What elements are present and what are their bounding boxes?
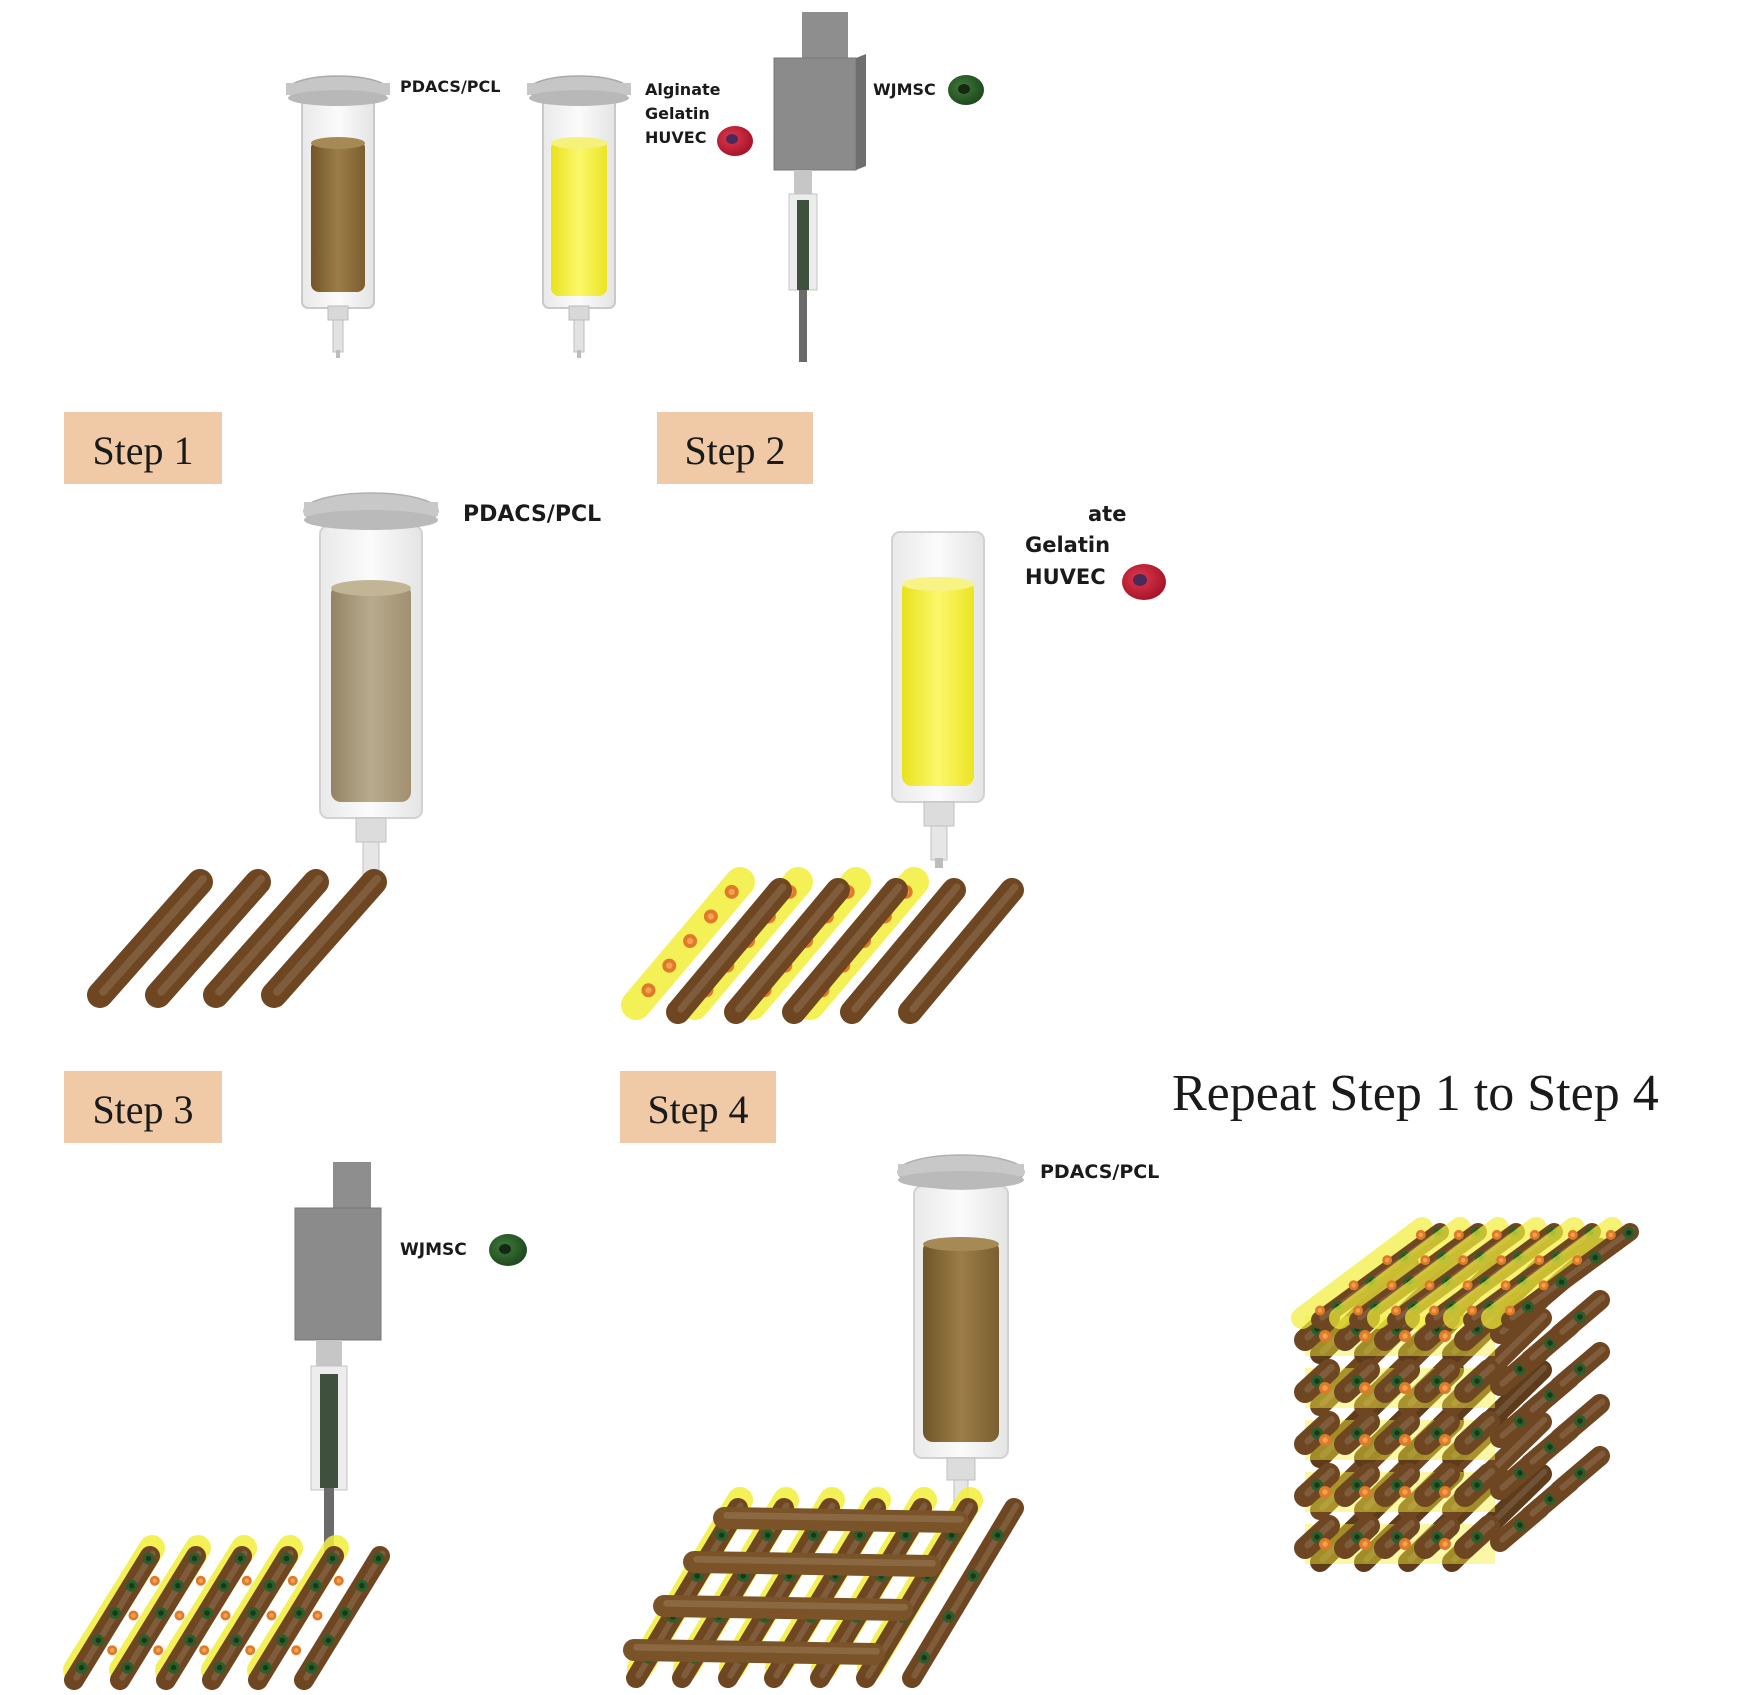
- step3-wjmsc-cell-icon: [489, 1234, 527, 1266]
- step2-huvec-cell-icon: [1122, 564, 1166, 600]
- scaffold-top-bioink: [1481, 1217, 1623, 1329]
- step2-gelatin-label: Gelatin: [1025, 533, 1110, 557]
- pcl-strand: [666, 878, 792, 1024]
- step1-material-label: PDACS/PCL: [463, 502, 601, 527]
- svg-text:Step 3: Step 3: [92, 1087, 193, 1132]
- step3-printhead: [294, 1162, 382, 1562]
- pcl-cross-strand: [683, 1551, 941, 1577]
- step1-pcl-strands: [87, 869, 387, 1008]
- pdacs-pcl-label: PDACS/PCL: [400, 77, 500, 96]
- svg-text:Step 1: Step 1: [92, 428, 193, 473]
- step2-material-partial-label: ate: [1088, 502, 1126, 526]
- huvec-cell-icon: [717, 126, 753, 156]
- cell-printhead: [773, 12, 866, 362]
- huvec-label: HUVEC: [645, 128, 706, 147]
- alginate-label: Alginate: [645, 80, 721, 99]
- pcl-strand: [840, 878, 966, 1024]
- step4-material-label: PDACS/PCL: [1040, 1161, 1159, 1183]
- gelatin-label: Gelatin: [645, 104, 710, 123]
- pcl-strand: [87, 869, 213, 1008]
- scaffold-top-bioink: [1443, 1217, 1585, 1329]
- scaffold-top-bioink: [1329, 1217, 1471, 1329]
- step4-crosshatch-strands: [623, 1487, 1024, 1688]
- scaffold-top-bioink: [1367, 1217, 1509, 1329]
- step4-syringe: [897, 1154, 1025, 1520]
- step4-label: Step 4: [620, 1071, 776, 1143]
- pcl-cross-strand: [623, 1639, 885, 1665]
- step3-cell-laden-strands: [63, 1535, 390, 1690]
- wjmsc-label: WJMSC: [873, 80, 936, 99]
- pcl-strand: [782, 878, 908, 1024]
- pcl-strand: [203, 869, 329, 1008]
- step2-pcl-bioink-strands: [621, 867, 1024, 1024]
- pcl-cross-strand: [653, 1595, 913, 1621]
- pcl-strand: [145, 869, 271, 1008]
- pcl-cross-strand: [713, 1507, 969, 1533]
- scaffold-top-bioink: [1291, 1217, 1433, 1329]
- step2-syringe: [891, 531, 985, 868]
- svg-text:Step 2: Step 2: [684, 428, 785, 473]
- step2-label: Step 2: [657, 412, 813, 484]
- scaffold-top-bioink: [1405, 1217, 1547, 1329]
- pcl-strand: [898, 878, 1024, 1024]
- step2-huvec-label: HUVEC: [1025, 565, 1106, 589]
- pcl-strand: [261, 869, 387, 1008]
- final-3d-scaffold: [1291, 1217, 1639, 1572]
- step1-syringe: [303, 492, 439, 886]
- pcl-strand: [724, 878, 850, 1024]
- wjmsc-cell-icon: [948, 75, 984, 105]
- svg-text:Step 4: Step 4: [647, 1087, 748, 1132]
- repeat-instruction: Repeat Step 1 to Step 4: [1172, 1065, 1659, 1122]
- step3-cell-label: WJMSC: [400, 1240, 467, 1260]
- pdacs-pcl-syringe: [286, 75, 390, 358]
- step3-label: Step 3: [64, 1071, 222, 1143]
- step1-label: Step 1: [64, 412, 222, 484]
- bioink-syringe: [527, 75, 631, 358]
